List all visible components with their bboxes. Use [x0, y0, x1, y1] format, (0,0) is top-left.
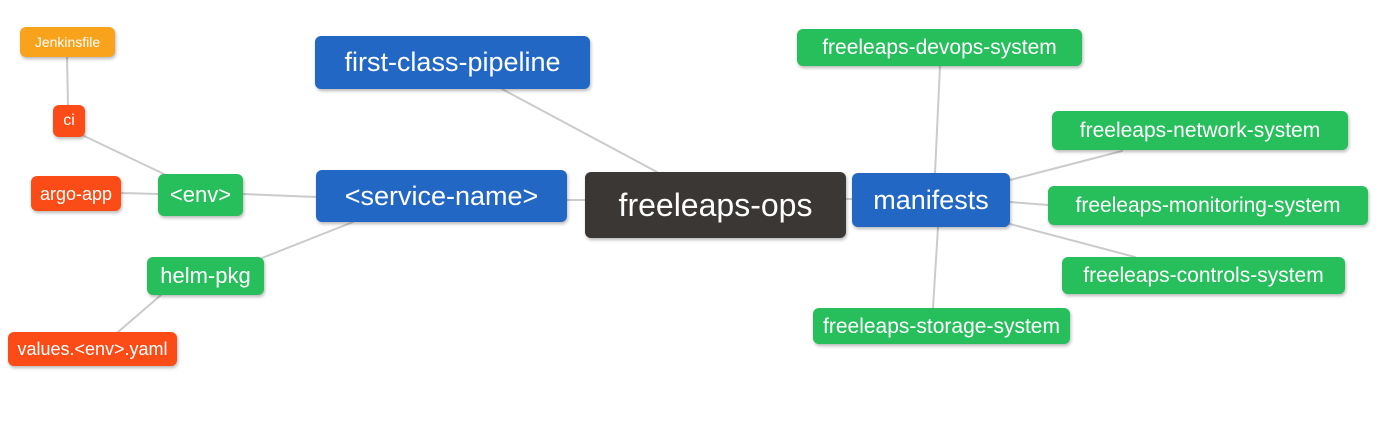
node-argo-app[interactable]: argo-app	[31, 176, 121, 211]
node-service-name[interactable]: <service-name>	[316, 170, 567, 222]
node-freeleaps-ops[interactable]: freeleaps-ops	[585, 172, 846, 238]
node-freeleaps-devops-system[interactable]: freeleaps-devops-system	[797, 29, 1082, 66]
node-label-env: <env>	[169, 182, 232, 207]
node-helm-pkg[interactable]: helm-pkg	[147, 257, 264, 295]
edge-manifests-to-freeleaps-monitoring-system	[1009, 201, 1049, 206]
edge-helm-pkg-to-values-env-yaml	[117, 294, 162, 333]
edge-ci-to-env	[81, 134, 167, 176]
node-label-freeleaps-ops: freeleaps-ops	[618, 187, 813, 223]
node-freeleaps-storage-system[interactable]: freeleaps-storage-system	[813, 308, 1070, 344]
edge-manifests-to-freeleaps-network-system	[1009, 150, 1123, 181]
edge-manifests-to-freeleaps-storage-system	[932, 226, 939, 309]
edge-manifests-to-freeleaps-controls-system	[1009, 223, 1136, 258]
node-label-first-class-pipeline: first-class-pipeline	[344, 47, 561, 77]
node-label-argo-app: argo-app	[39, 183, 113, 204]
node-freeleaps-controls-system[interactable]: freeleaps-controls-system	[1062, 257, 1345, 294]
node-label-service-name: <service-name>	[344, 180, 539, 211]
node-label-freeleaps-network-system: freeleaps-network-system	[1079, 119, 1321, 142]
node-label-jenkinsfile: Jenkinsfile	[34, 34, 101, 50]
edge-first-class-pipeline-to-freeleaps-ops	[501, 88, 658, 173]
node-jenkinsfile[interactable]: Jenkinsfile	[20, 27, 115, 57]
node-freeleaps-monitoring-system[interactable]: freeleaps-monitoring-system	[1048, 186, 1368, 225]
node-label-ci: ci	[63, 112, 75, 129]
node-label-values-env-yaml: values.<env>.yaml	[17, 339, 168, 359]
node-label-freeleaps-monitoring-system: freeleaps-monitoring-system	[1075, 194, 1341, 217]
node-env[interactable]: <env>	[158, 174, 243, 216]
edge-jenkinsfile-to-ci	[66, 56, 69, 106]
edge-service-name-to-helm-pkg	[261, 221, 354, 259]
node-ci[interactable]: ci	[53, 105, 85, 137]
node-label-freeleaps-devops-system: freeleaps-devops-system	[822, 36, 1057, 59]
node-label-helm-pkg: helm-pkg	[160, 263, 251, 288]
edge-manifests-to-freeleaps-devops-system	[934, 65, 941, 174]
node-values-env-yaml[interactable]: values.<env>.yaml	[8, 332, 177, 366]
edge-env-to-service-name	[242, 193, 317, 198]
node-freeleaps-network-system[interactable]: freeleaps-network-system	[1052, 111, 1348, 150]
node-manifests[interactable]: manifests	[852, 173, 1010, 227]
node-label-freeleaps-controls-system: freeleaps-controls-system	[1083, 264, 1324, 287]
edge-argo-app-to-env	[120, 192, 159, 195]
node-label-freeleaps-storage-system: freeleaps-storage-system	[823, 314, 1060, 338]
node-label-manifests: manifests	[873, 184, 989, 215]
node-first-class-pipeline[interactable]: first-class-pipeline	[315, 36, 590, 89]
